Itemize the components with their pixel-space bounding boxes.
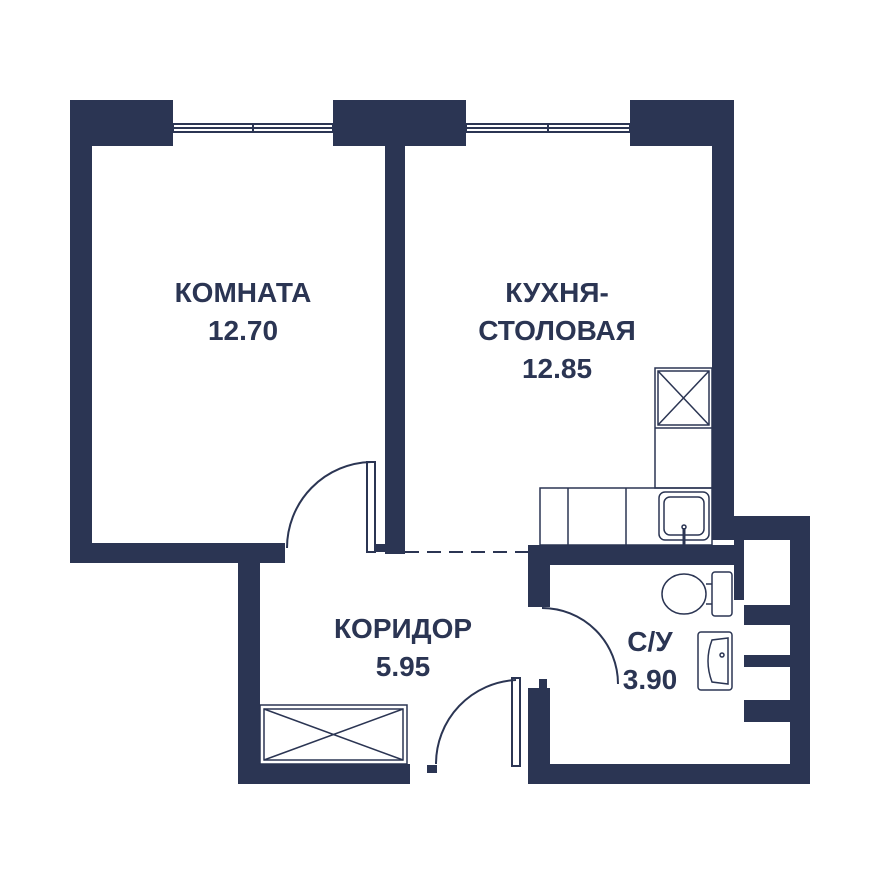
kitchen-sink-icon (658, 491, 710, 545)
bathroom-name-label: С/У (627, 626, 673, 657)
window-kitchen (465, 123, 631, 133)
door-room (264, 461, 386, 553)
corridor-name-label: КОРИДОР (334, 613, 472, 644)
wall-bathroom-left-upper (528, 545, 550, 607)
window-room (172, 123, 334, 133)
wall-shaft-inner (734, 540, 744, 600)
kitchen-name-label-1: КУХНЯ- (505, 277, 609, 308)
door-entrance (427, 677, 521, 773)
wall-top-middle (333, 100, 466, 146)
door-bathroom (539, 607, 619, 689)
room-area-label: 12.70 (208, 315, 278, 346)
stove-icon (657, 370, 710, 426)
toilet-icon (661, 571, 733, 617)
wall-bathroom-left-lower (528, 688, 550, 784)
wall-corridor-left (238, 543, 260, 783)
kitchen-counter (539, 367, 713, 546)
walls (70, 100, 810, 784)
room-name-label: КОМНАТА (175, 277, 312, 308)
bathroom-area-label: 3.90 (623, 664, 678, 695)
kitchen-name-label-2: СТОЛОВАЯ (478, 315, 636, 346)
corridor-area-label: 5.95 (376, 651, 431, 682)
wall-bathroom-bottom (528, 764, 810, 784)
wall-shaft-2 (744, 655, 810, 667)
wall-kitchen-right (712, 100, 734, 540)
corridor-wardrobe (259, 704, 408, 765)
wall-bathroom-right (790, 516, 810, 784)
wall-left (70, 100, 92, 562)
wall-corridor-bottom (238, 764, 410, 784)
wall-shaft-3 (744, 700, 810, 722)
wall-bathroom-top (528, 545, 734, 565)
kitchen-area-label: 12.85 (522, 353, 592, 384)
wall-partition-room-kitchen (385, 146, 405, 554)
wall-shaft-1 (744, 605, 810, 625)
washbasin-icon (697, 631, 733, 691)
wall-room-bottom (70, 543, 285, 563)
